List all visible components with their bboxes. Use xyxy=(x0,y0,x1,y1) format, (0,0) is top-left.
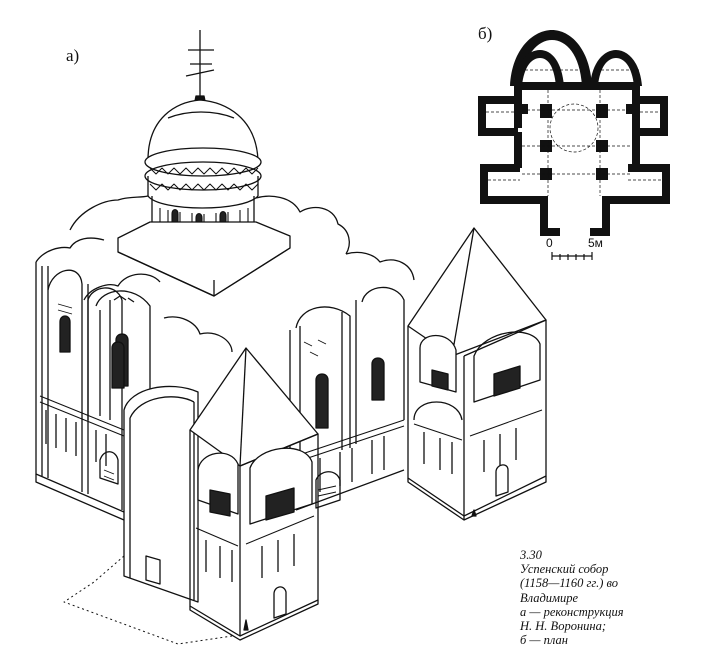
caption-line: б — план xyxy=(520,633,568,648)
main-facade-right xyxy=(289,286,405,511)
tower-front xyxy=(123,347,319,641)
plan-walls xyxy=(478,30,670,236)
scale-label-zero: 0 xyxy=(546,236,553,250)
scale-label-five-meters: 5м xyxy=(588,236,603,250)
plan-scale-bar xyxy=(551,252,593,260)
figure-label-b: б) xyxy=(478,24,493,43)
figure-label-a: а) xyxy=(66,46,80,65)
figure-caption: 3.30 Успенский собор (1158—1160 гг.) во … xyxy=(520,548,700,647)
drum-base xyxy=(117,221,291,297)
caption-number: 3.30 xyxy=(520,548,542,562)
main-facade-center xyxy=(87,290,151,420)
caption-line: Н. Н. Воронина; xyxy=(520,619,607,634)
plan-vault-lines xyxy=(486,69,664,196)
tower-right xyxy=(407,227,547,521)
caption-line: (1158—1160 гг.) во xyxy=(520,576,619,591)
roof-vaults xyxy=(35,195,415,353)
caption-line: Успенский собор xyxy=(520,562,609,577)
dotted-outline xyxy=(63,555,233,645)
caption-line: а — реконструкция xyxy=(520,604,624,619)
caption-line: Владимире xyxy=(520,590,579,605)
